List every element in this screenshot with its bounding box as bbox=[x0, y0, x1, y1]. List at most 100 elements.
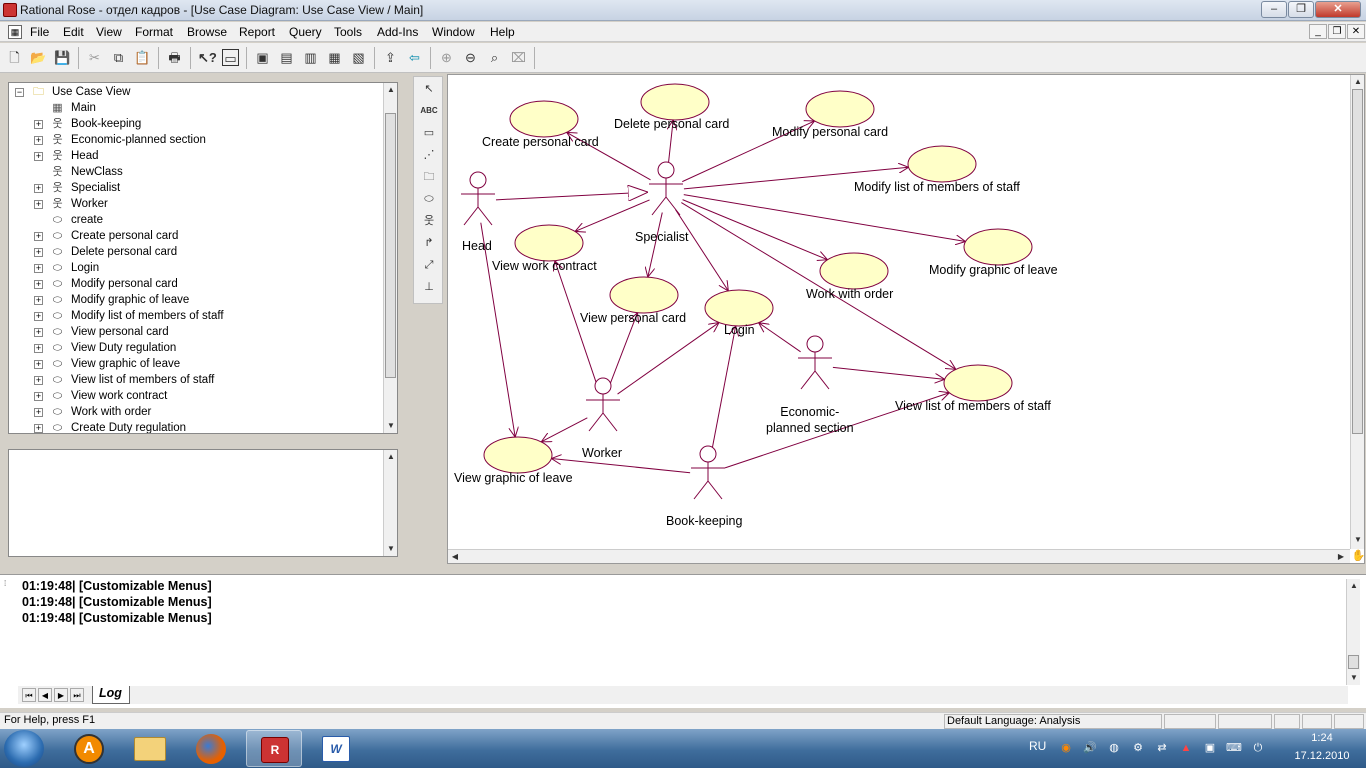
tree-item[interactable]: ⬭create bbox=[9, 213, 379, 229]
use-case-label[interactable]: View list of members of staff bbox=[895, 399, 1051, 413]
browse-previous-icon[interactable]: ⇦ bbox=[409, 50, 420, 65]
dependency-tool-icon[interactable]: ⤢ bbox=[424, 259, 434, 271]
tree-item[interactable]: +⬭View list of members of staff bbox=[9, 373, 379, 389]
expand-icon[interactable]: + bbox=[34, 407, 43, 417]
use-case-label[interactable]: View personal card bbox=[580, 311, 687, 325]
actor-label[interactable]: Worker bbox=[582, 446, 623, 460]
copy-icon[interactable]: ⧉ bbox=[113, 50, 124, 65]
log-scrollbar[interactable]: ▲ ▼ bbox=[1346, 579, 1360, 685]
use-case-viewcard[interactable] bbox=[609, 276, 679, 314]
scroll-right-icon[interactable]: ▶ bbox=[1337, 552, 1345, 561]
menu-query[interactable]: Query bbox=[289, 25, 322, 39]
actor-worker[interactable] bbox=[586, 377, 620, 432]
association-arrow[interactable] bbox=[551, 459, 691, 474]
expand-icon[interactable]: + bbox=[34, 151, 43, 161]
association-arrow[interactable] bbox=[759, 323, 801, 353]
expand-icon[interactable]: + bbox=[34, 359, 43, 369]
menu-add-ins[interactable]: Add-Ins bbox=[377, 25, 419, 39]
association-arrow[interactable] bbox=[832, 366, 945, 379]
menu-browse[interactable]: Browse bbox=[187, 25, 228, 39]
next-tab-icon[interactable]: ▶ bbox=[54, 688, 68, 702]
prev-tab-icon[interactable]: ◀ bbox=[38, 688, 52, 702]
context-help-icon[interactable]: ↖? bbox=[198, 50, 217, 65]
scroll-up-icon[interactable]: ▲ bbox=[1350, 581, 1358, 590]
tree-item[interactable]: +⬭Modify personal card bbox=[9, 277, 379, 293]
tray-antivirus-icon[interactable]: ◉ bbox=[1061, 742, 1071, 754]
actor-head[interactable] bbox=[461, 171, 495, 226]
diagram-horizontal-scrollbar[interactable]: ◀ ▶ bbox=[448, 549, 1350, 563]
taskbar-word-icon[interactable]: W bbox=[308, 730, 364, 767]
tree-item[interactable]: +⬭View personal card bbox=[9, 325, 379, 341]
expand-icon[interactable]: + bbox=[34, 279, 43, 289]
association-arrow[interactable] bbox=[683, 167, 909, 190]
tree-item[interactable]: +⬭View work contract bbox=[9, 389, 379, 405]
scroll-thumb[interactable] bbox=[385, 113, 396, 378]
actor-book[interactable] bbox=[691, 445, 725, 500]
use-case-modlist[interactable] bbox=[907, 145, 977, 183]
tree-item[interactable]: +⬭Login bbox=[9, 261, 379, 277]
browse-deployment-icon[interactable]: ▦ bbox=[328, 50, 341, 65]
menu-view[interactable]: View bbox=[96, 25, 122, 39]
minimize-button[interactable]: – bbox=[1261, 1, 1287, 18]
actor-label[interactable]: Economic- planned section bbox=[766, 405, 854, 435]
tree-root-use-case-view[interactable]: − 🗀 Use Case View bbox=[9, 85, 379, 101]
tray-alert-icon[interactable]: ▲ bbox=[1180, 742, 1192, 754]
documentation-panel[interactable]: ▲ ▼ bbox=[8, 449, 398, 557]
taskbar-avast-icon[interactable]: A bbox=[62, 730, 118, 767]
fit-in-window-icon[interactable]: ⌕ bbox=[490, 50, 499, 65]
tree-item[interactable]: +⬭Modify graphic of leave bbox=[9, 293, 379, 309]
new-file-icon[interactable]: 🗋 bbox=[9, 50, 20, 65]
tray-display-icon[interactable]: ▣ bbox=[1204, 742, 1216, 754]
use-case-label[interactable]: Login bbox=[724, 323, 755, 337]
tray-network-icon[interactable]: ◍ bbox=[1109, 742, 1119, 754]
association-arrow[interactable] bbox=[617, 323, 719, 395]
use-case-modify[interactable] bbox=[805, 90, 875, 128]
rational-rose-app-icon[interactable] bbox=[3, 3, 17, 17]
pan-hand-icon[interactable]: ✋ bbox=[1351, 550, 1365, 562]
scroll-up-icon[interactable]: ▲ bbox=[387, 452, 395, 461]
association-arrow[interactable] bbox=[648, 212, 663, 278]
menu-tools[interactable]: Tools bbox=[334, 25, 363, 39]
expand-icon[interactable]: + bbox=[34, 327, 43, 337]
zoom-in-icon[interactable]: ⊕ bbox=[441, 50, 452, 65]
menu-help[interactable]: Help bbox=[490, 25, 515, 39]
expand-icon[interactable]: + bbox=[34, 423, 43, 433]
expand-icon[interactable]: + bbox=[34, 247, 43, 257]
association-arrow[interactable] bbox=[575, 199, 650, 231]
doc-scrollbar[interactable]: ▲ ▼ bbox=[383, 450, 397, 556]
browse-interaction-icon[interactable]: ▤ bbox=[280, 50, 293, 65]
association-arrow[interactable] bbox=[682, 199, 828, 260]
tree-item[interactable]: +⬭Modify list of members of staff bbox=[9, 309, 379, 325]
use-case-label[interactable]: Work with order bbox=[806, 287, 894, 301]
paste-icon[interactable]: 📋 bbox=[134, 50, 151, 65]
scroll-down-icon[interactable]: ▼ bbox=[1350, 673, 1358, 682]
expand-icon[interactable]: + bbox=[34, 199, 43, 209]
use-case-label[interactable]: Modify list of members of staff bbox=[854, 180, 1020, 194]
collapse-icon[interactable]: − bbox=[15, 87, 24, 97]
use-case-create[interactable] bbox=[509, 100, 579, 138]
use-case-delete[interactable] bbox=[640, 83, 710, 121]
tray-sync-icon[interactable]: ⇄ bbox=[1157, 742, 1167, 754]
use-case-workorder[interactable] bbox=[819, 252, 889, 290]
taskbar-rational-rose-icon[interactable]: R bbox=[246, 730, 302, 767]
association-tool-icon[interactable]: ↱ bbox=[424, 237, 434, 249]
clock-date[interactable]: 17.12.2010 bbox=[1294, 750, 1350, 762]
scroll-up-icon[interactable]: ▲ bbox=[1354, 77, 1362, 86]
expand-icon[interactable]: + bbox=[34, 263, 43, 273]
expand-icon[interactable]: + bbox=[34, 311, 43, 321]
association-arrow[interactable] bbox=[710, 326, 735, 454]
menu-edit[interactable]: Edit bbox=[63, 25, 84, 39]
association-arrow[interactable] bbox=[541, 417, 588, 442]
selection-tool-icon[interactable]: ↖ bbox=[424, 83, 434, 95]
browse-component-icon[interactable]: ▥ bbox=[304, 50, 317, 65]
scroll-thumb[interactable] bbox=[1348, 655, 1359, 669]
first-tab-icon[interactable]: ⏮ bbox=[22, 688, 36, 702]
undo-fit-icon[interactable]: ⌧ bbox=[511, 50, 526, 65]
use-case-label[interactable]: View graphic of leave bbox=[454, 471, 573, 485]
expand-icon[interactable]: + bbox=[34, 119, 43, 129]
